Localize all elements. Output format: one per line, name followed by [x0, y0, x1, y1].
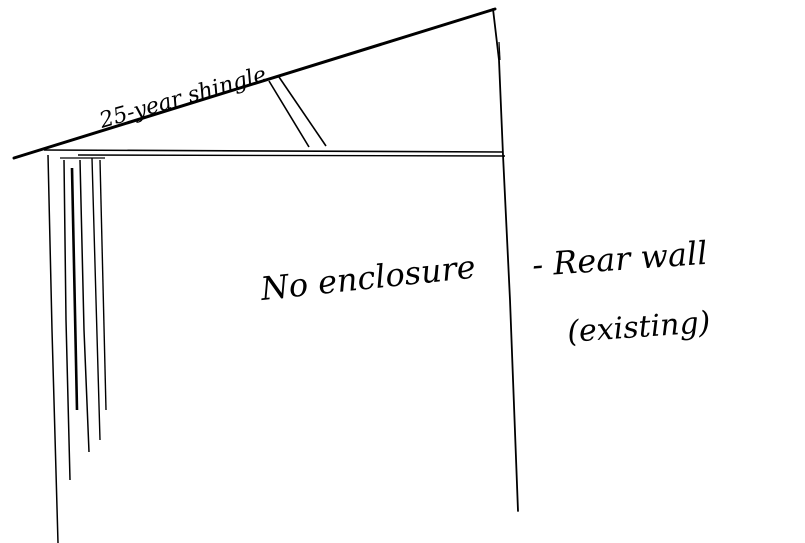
left-post-inner-5 — [99, 159, 107, 411]
rear-wall-label-line2: (existing) — [566, 305, 711, 350]
left-post-inner-2 — [70, 167, 79, 411]
header-beam-bottom — [77, 154, 506, 157]
brace-right-line — [278, 76, 327, 147]
left-post-outer — [47, 154, 59, 543]
rear-wall-label-line1: - Rear wall — [531, 234, 709, 284]
brace-left-line — [268, 80, 310, 148]
roof-slope-line — [12, 7, 497, 160]
left-post-inner-4 — [91, 157, 101, 441]
rear-wall-post — [492, 8, 519, 512]
roof-material-label: 25-year shingle — [96, 62, 269, 134]
header-beam-top — [43, 149, 504, 153]
rear-wall-post-tick — [498, 41, 501, 61]
left-post-inner-3 — [79, 159, 90, 453]
left-post-inner-1 — [63, 159, 71, 481]
enclosure-note-label: No enclosure — [258, 248, 477, 308]
